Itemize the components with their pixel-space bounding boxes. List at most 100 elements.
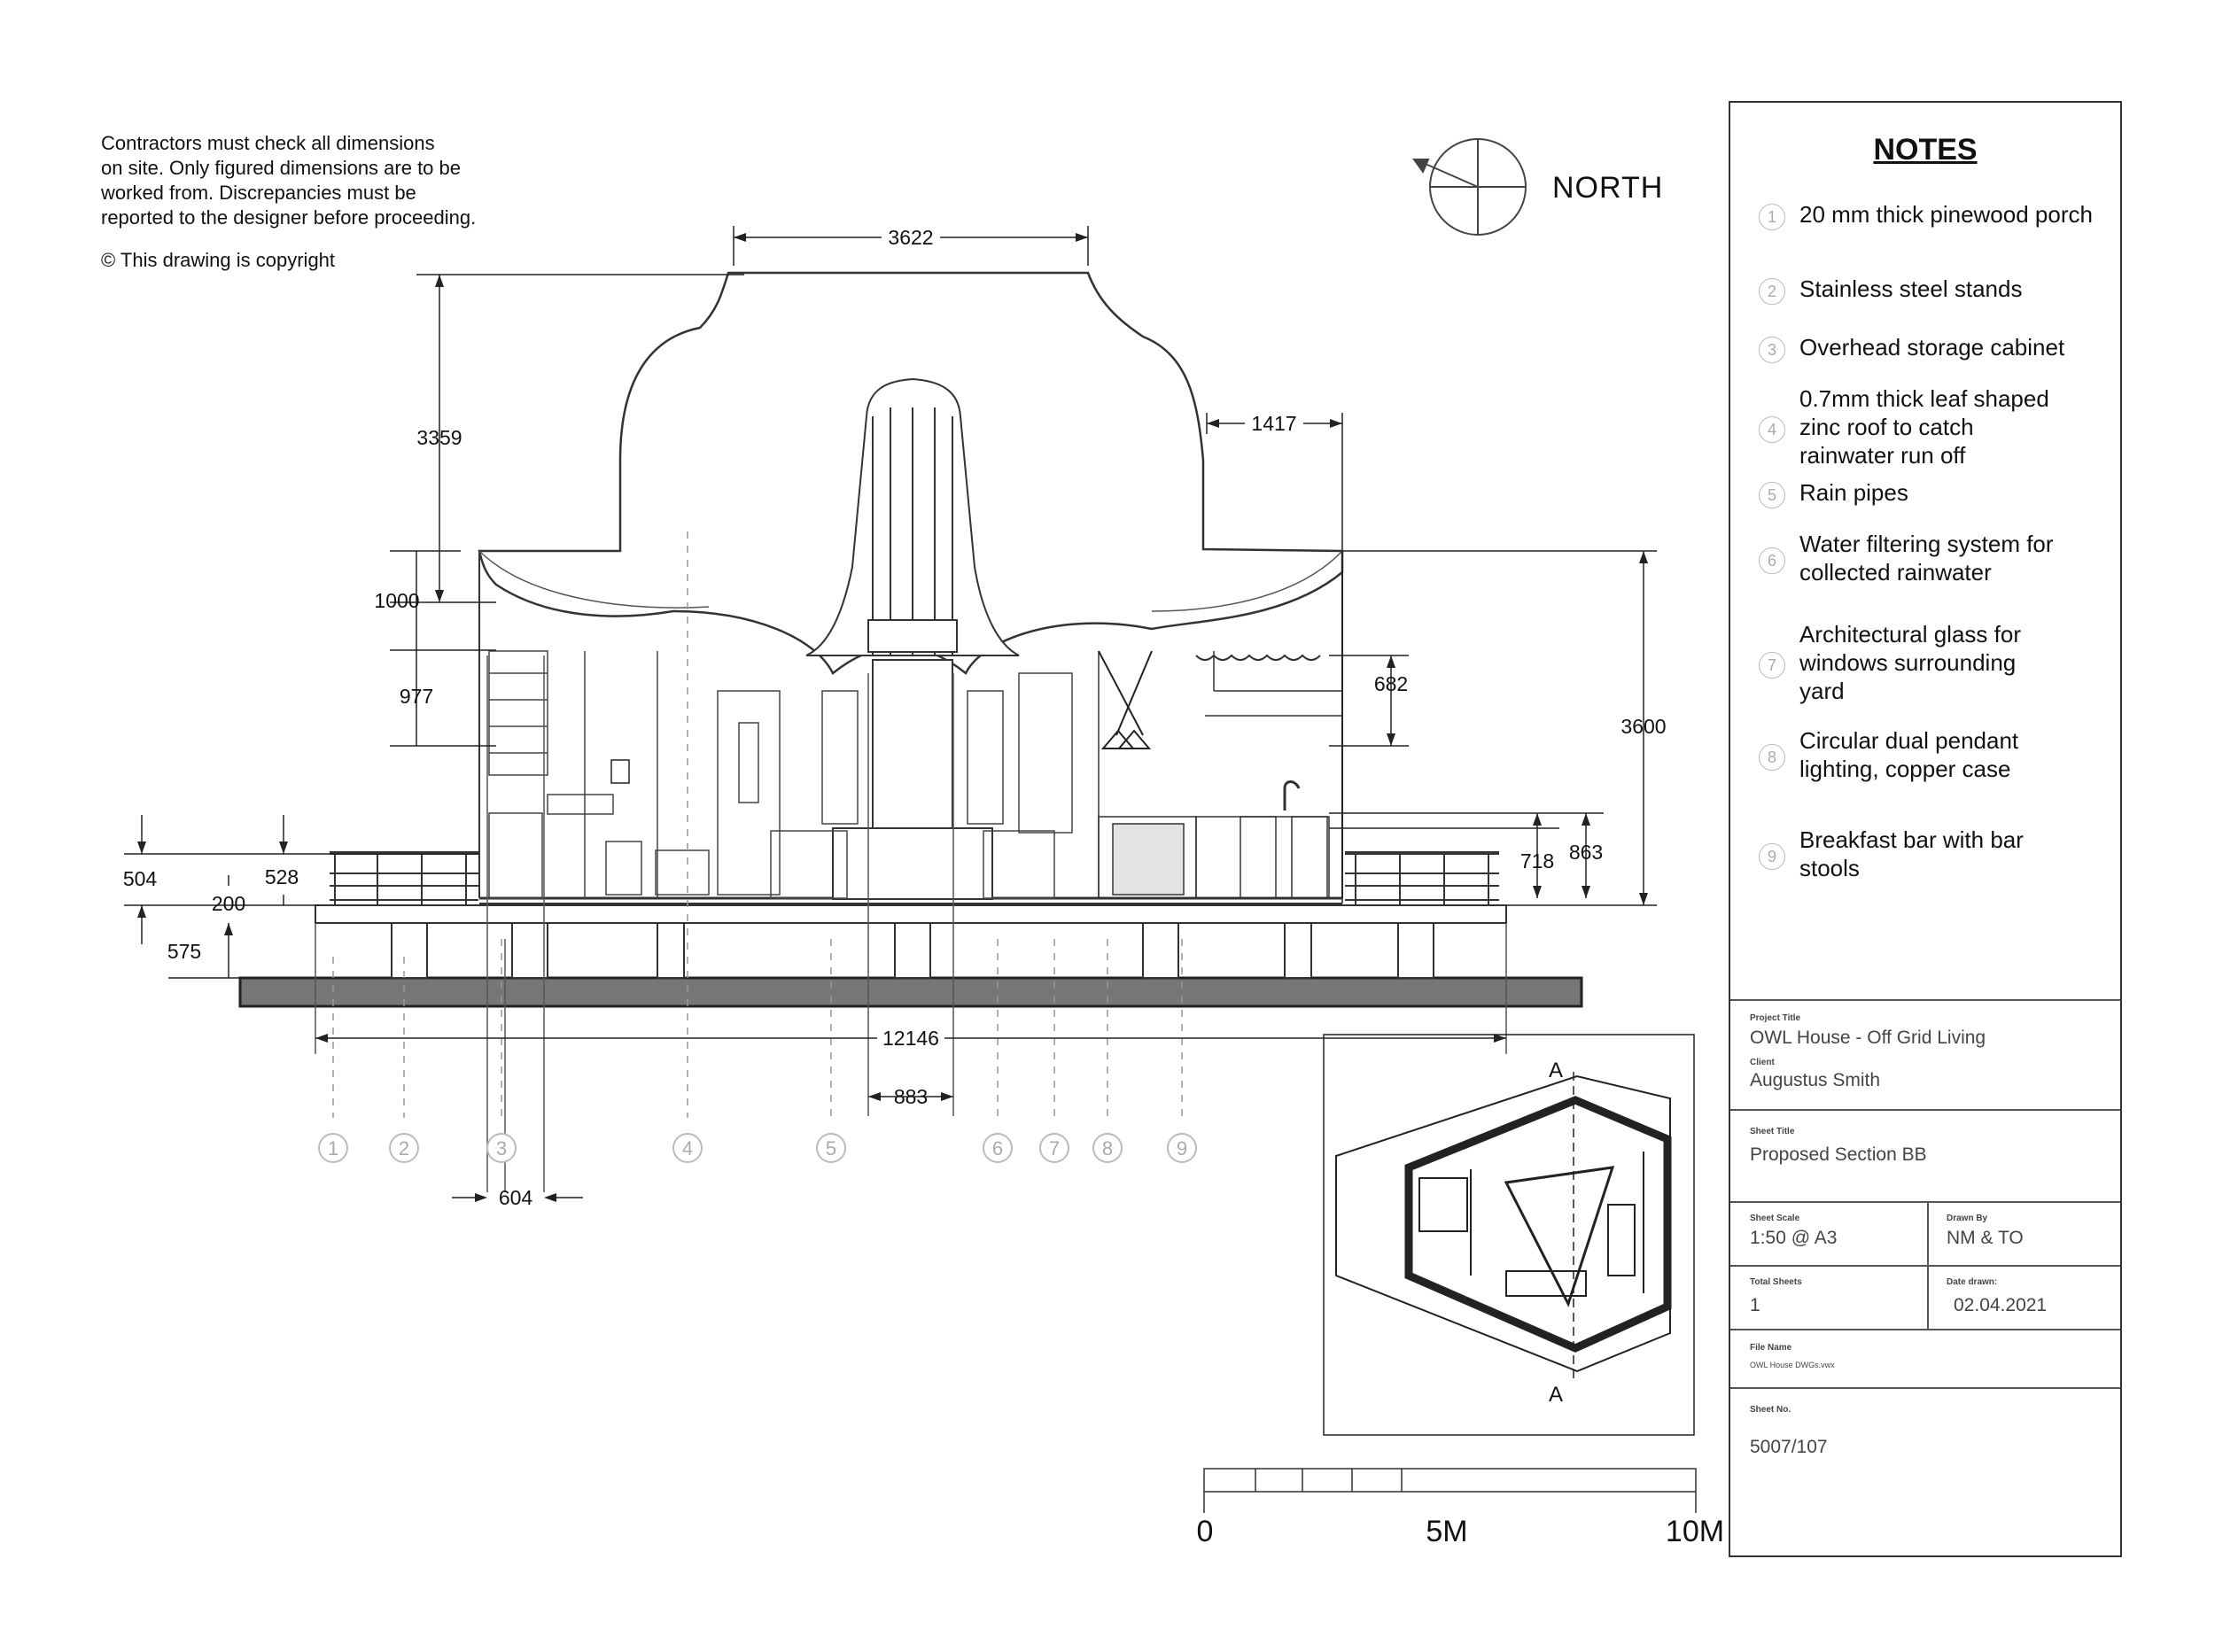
note-number: 3 — [1759, 337, 1785, 363]
grid-marker-7: 7 — [1049, 1137, 1060, 1160]
dim-528: 528 — [265, 865, 299, 888]
note-text: Water filtering system for collected rai… — [1799, 531, 2054, 586]
dim-718: 718 — [1520, 849, 1554, 873]
note-text: 20 mm thick pinewood porch — [1799, 201, 2093, 228]
sheet-no: 5007/107 — [1750, 1437, 1828, 1457]
note-number: 9 — [1759, 843, 1785, 870]
scale-label-end: 10M — [1666, 1515, 1724, 1548]
porch-railing-left — [330, 851, 478, 905]
stainless-steel-stands — [391, 922, 1434, 979]
file-name-label: File Name — [1750, 1343, 1792, 1353]
total-sheets-label: Total Sheets — [1750, 1277, 1802, 1287]
water-filter-tower — [805, 377, 1020, 900]
disclaimer-line-3: worked from. Discrepancies must be — [101, 182, 416, 204]
dim-3622: 3622 — [888, 226, 933, 249]
kitchen-fittings — [1098, 651, 1342, 899]
contractor-disclaimer: Contractors must check all dimensions on… — [101, 131, 562, 230]
grid-marker-4: 4 — [682, 1137, 693, 1160]
date-drawn: 02.04.2021 — [1954, 1295, 2048, 1315]
project-title: OWL House - Off Grid Living — [1750, 1028, 1986, 1048]
dim-3600: 3600 — [1620, 715, 1666, 738]
dim-883: 883 — [894, 1085, 928, 1108]
ground-slab — [238, 976, 1583, 1008]
grid-marker-5: 5 — [826, 1137, 836, 1160]
grid-marker-8: 8 — [1102, 1137, 1113, 1160]
drawn-by: NM & TO — [1947, 1228, 2024, 1248]
disclaimer-line-1: Contractors must check all dimensions — [101, 132, 435, 154]
sheet-scale-label: Sheet Scale — [1750, 1214, 1800, 1223]
drawn-by-label: Drawn By — [1947, 1214, 1988, 1223]
client-name: Augustus Smith — [1750, 1070, 1881, 1090]
deck-platform — [315, 904, 1507, 924]
file-name-cell: File Name OWL House DWGs.vwx — [1730, 1329, 2120, 1387]
note-text: Stainless steel stands — [1799, 275, 2023, 302]
grid-marker-circles — [318, 1133, 1197, 1163]
plan-marker-top: A — [1549, 1059, 1563, 1082]
floor-plan-inset — [1323, 1034, 1695, 1436]
note-number: 7 — [1759, 652, 1785, 679]
dim-200: 200 — [212, 892, 245, 915]
file-name: OWL House DWGs.vwx — [1750, 1361, 1835, 1369]
note-text: Overhead storage cabinet — [1799, 334, 2065, 361]
note-number: 1 — [1759, 204, 1785, 230]
project-title-cell: Project Title OWL House - Off Grid Livin… — [1730, 999, 2120, 1109]
note-number: 6 — [1759, 547, 1785, 574]
note-number: 2 — [1759, 278, 1785, 305]
notes-title: NOTES — [1873, 133, 1978, 167]
total-sheets-cell: Total Sheets 1 — [1730, 1265, 1927, 1329]
note-number: 4 — [1759, 416, 1785, 443]
grid-marker-1: 1 — [328, 1137, 338, 1160]
scale-bar — [1203, 1468, 1697, 1513]
scale-label-start: 0 — [1197, 1515, 1214, 1548]
wall-detail — [1195, 654, 1321, 661]
bathroom-fittings — [488, 650, 1073, 899]
dim-1000: 1000 — [374, 589, 419, 612]
date-drawn-label: Date drawn: — [1947, 1277, 1998, 1287]
north-label: NORTH — [1552, 171, 1664, 205]
drawn-by-cell: Drawn By NM & TO — [1927, 1201, 2124, 1265]
dim-3359: 3359 — [416, 426, 462, 449]
grid-lines — [332, 531, 1183, 1118]
grid-marker-2: 2 — [399, 1137, 409, 1160]
dim-12146: 12146 — [882, 1027, 939, 1050]
note-number: 5 — [1759, 482, 1785, 508]
note-text: Rain pipes — [1799, 479, 1908, 506]
dim-575: 575 — [167, 940, 201, 963]
sheet-no-label: Sheet No. — [1750, 1405, 1791, 1415]
pendant-lights — [1098, 650, 1153, 749]
grid-marker-9: 9 — [1177, 1137, 1187, 1160]
dim-1417: 1417 — [1251, 412, 1296, 435]
sheet-scale: 1:50 @ A3 — [1750, 1228, 1838, 1248]
grid-marker-3: 3 — [496, 1137, 507, 1160]
note-text: 0.7mm thick leaf shaped zinc roof to cat… — [1799, 385, 2049, 469]
disclaimer-line-2: on site. Only figured dimensions are to … — [101, 157, 462, 179]
dim-604: 604 — [499, 1186, 533, 1209]
title-block: NOTES 1 20 mm thick pinewood porch 2 Sta… — [1729, 101, 2122, 1557]
total-sheets: 1 — [1750, 1295, 1760, 1315]
plan-marker-bottom: A — [1549, 1383, 1563, 1407]
sheet-title: Proposed Section BB — [1750, 1144, 1927, 1165]
dim-504: 504 — [123, 867, 158, 890]
note-number: 8 — [1759, 744, 1785, 771]
note-text: Circular dual pendant lighting, copper c… — [1799, 727, 2019, 782]
sheet-title-label: Sheet Title — [1750, 1127, 1795, 1136]
dim-863: 863 — [1569, 841, 1603, 864]
project-title-label: Project Title — [1750, 1013, 1801, 1023]
sheet-title-cell: Sheet Title Proposed Section BB — [1730, 1109, 2120, 1201]
date-drawn-cell: Date drawn: 02.04.2021 — [1927, 1265, 2124, 1329]
client-label: Client — [1750, 1058, 1775, 1067]
scale-label-mid: 5M — [1426, 1515, 1467, 1548]
sheet-scale-cell: Sheet Scale 1:50 @ A3 — [1730, 1201, 1927, 1265]
copyright-notice: © This drawing is copyright — [101, 249, 336, 271]
dim-977: 977 — [400, 685, 433, 708]
sheet-no-cell: Sheet No. 5007/107 — [1730, 1387, 2120, 1476]
note-text: Breakfast bar with bar stools — [1799, 826, 2024, 881]
dim-682: 682 — [1374, 672, 1408, 695]
porch-railing-right — [1345, 851, 1499, 905]
grid-marker-6: 6 — [992, 1137, 1003, 1160]
dimension-arrows — [137, 233, 1648, 1202]
disclaimer-line-4: reported to the designer before proceedi… — [101, 206, 477, 229]
north-compass-icon — [1412, 138, 1527, 236]
note-text: Architectural glass for windows surround… — [1799, 621, 2021, 704]
